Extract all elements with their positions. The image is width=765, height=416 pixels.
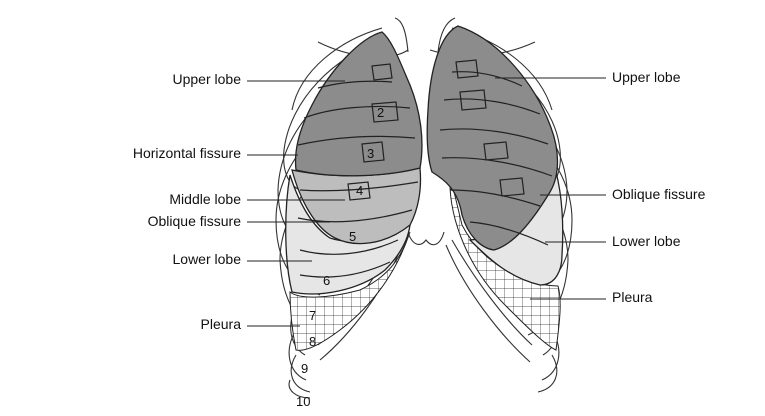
label-left-oblique-fissure: Oblique fissure	[148, 213, 242, 229]
rib-number-7: 7	[309, 308, 316, 323]
label-middle-lobe: Middle lobe	[169, 191, 241, 207]
left-lung	[285, 31, 423, 295]
left-lower-lobe	[285, 174, 411, 295]
rib-number-6: 6	[323, 273, 330, 288]
rib-number-3: 3	[367, 146, 374, 161]
label-left-pleura: Pleura	[201, 316, 242, 332]
left-upper-lobe	[294, 31, 423, 177]
left-pleura	[289, 231, 411, 351]
rib-number-4: 4	[356, 183, 363, 198]
leader-lines	[247, 77, 606, 327]
label-right-oblique-fissure: Oblique fissure	[612, 186, 706, 202]
label-horizontal-fissure: Horizontal fissure	[133, 145, 241, 161]
rib-number-2: 2	[377, 105, 384, 120]
right-lung	[426, 25, 564, 286]
right-upper-lobe	[426, 25, 559, 251]
label-left-lower-lobe: Lower lobe	[173, 251, 242, 267]
rib-number-5: 5	[349, 229, 356, 244]
label-right-lower-lobe: Lower lobe	[612, 233, 681, 249]
label-left-upper-lobe: Upper lobe	[173, 71, 242, 87]
label-right-pleura: Pleura	[612, 289, 653, 305]
rib-number-10: 10	[296, 394, 310, 409]
label-right-upper-lobe: Upper lobe	[612, 69, 681, 85]
rib-number-9: 9	[301, 361, 308, 376]
rib-number-8: 8	[309, 334, 316, 349]
